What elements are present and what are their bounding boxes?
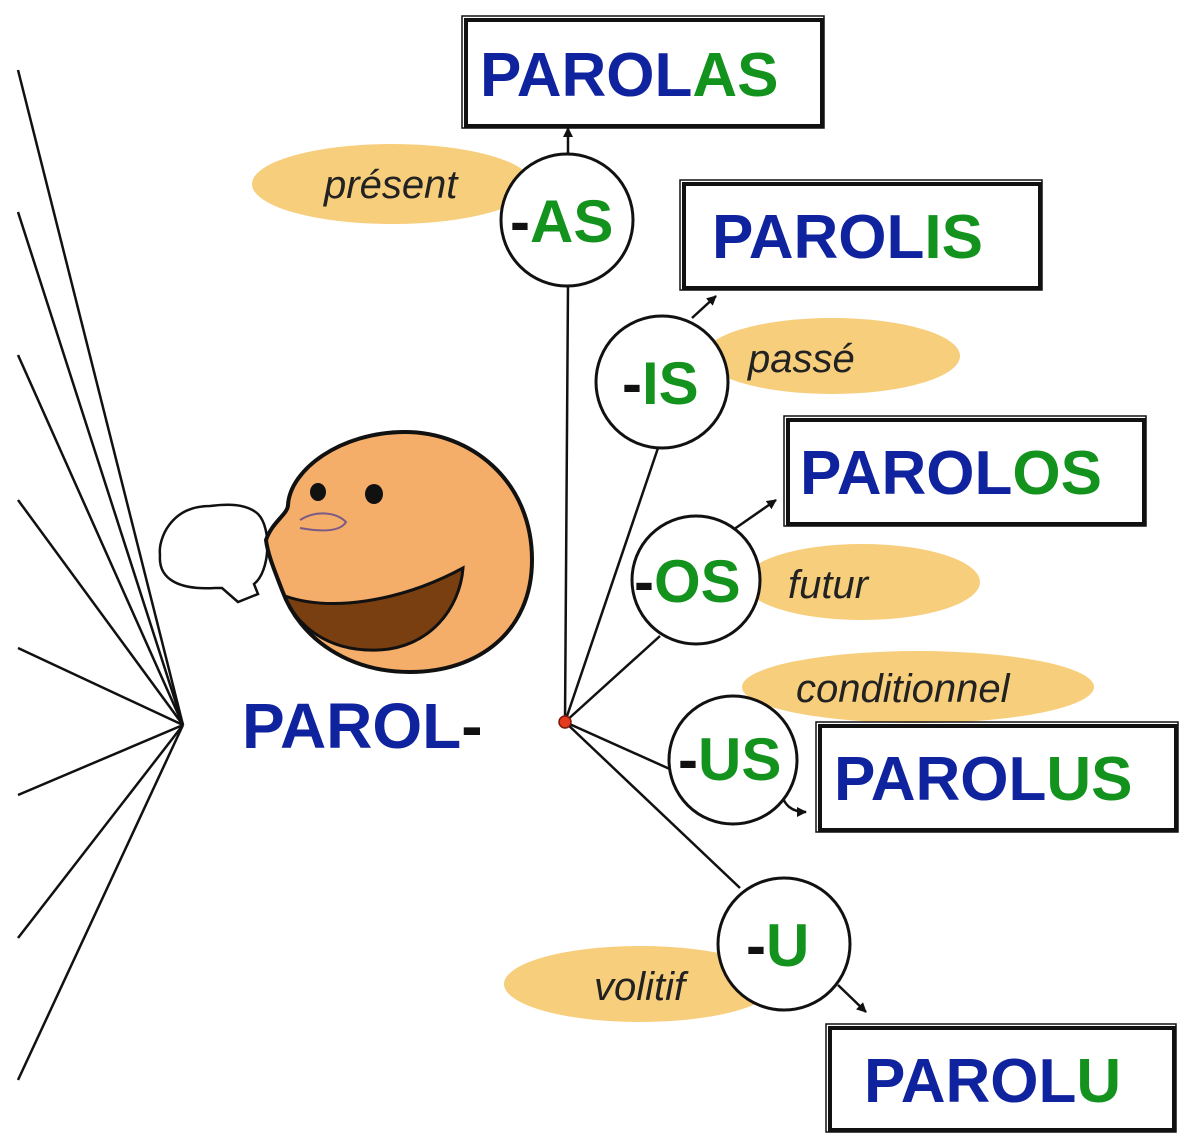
tense-bubble-conditionnel	[742, 651, 1094, 723]
suffix-dash: -	[622, 350, 642, 417]
word-stem: PAROL	[712, 203, 924, 272]
result-box-parolis: PAROLIS	[679, 179, 1043, 291]
suffix-dash: -	[510, 188, 530, 255]
branch-line-is	[563, 447, 660, 723]
fan-line	[17, 723, 184, 797]
root-label: PAROL-	[242, 690, 483, 762]
tense-bubble-present	[252, 144, 532, 224]
svg-text:PAROLIS: PAROLIS	[712, 203, 983, 272]
speech-bubble-icon	[158, 503, 269, 604]
svg-text:-OS: -OS	[634, 548, 741, 615]
branch-line-as	[563, 283, 570, 723]
tense-conditionnel: conditionnel	[796, 667, 1011, 711]
word-stem: PAROL	[864, 1047, 1076, 1116]
fan-line	[16, 69, 185, 726]
suffix-ending: US	[698, 726, 781, 793]
arrows	[563, 127, 867, 1013]
svg-text:-AS: -AS	[510, 188, 613, 255]
hub-dot	[558, 715, 572, 729]
suffix-node-as: -AS	[499, 152, 635, 288]
word-ending: AS	[692, 41, 778, 110]
suffix-dash: -	[634, 548, 654, 615]
tense-bubble-futur	[744, 544, 980, 620]
suffix-node-us: -US	[667, 694, 799, 826]
root-dash: -	[461, 690, 482, 762]
word-ending: IS	[924, 203, 983, 272]
suffix-ending: OS	[654, 548, 741, 615]
tense-labels: présent passé futur conditionnel volitif	[252, 144, 1094, 1022]
suffix-ending: U	[766, 912, 809, 979]
tense-volitif: volitif	[594, 965, 689, 1009]
suffix-ending: AS	[530, 188, 613, 255]
fan-line	[16, 211, 185, 726]
svg-text:-U: -U	[746, 912, 809, 979]
fan-line	[16, 499, 185, 726]
result-box-parolas: PAROLAS	[461, 15, 825, 129]
branch-lines	[563, 283, 741, 889]
svg-text:-US: -US	[678, 726, 781, 793]
result-box-parolus: PAROLUS	[815, 721, 1179, 833]
talking-face-icon	[263, 429, 535, 675]
suffix-dash: -	[746, 912, 766, 979]
result-box-parolos: PAROLOS	[783, 415, 1147, 527]
root-stem: PAROL	[242, 690, 461, 762]
suffix-node-os: -OS	[630, 514, 762, 646]
fan-line	[16, 354, 185, 726]
arrow-u	[837, 984, 867, 1013]
tense-bubble-passe	[704, 318, 960, 394]
branch-line-os	[564, 635, 661, 723]
fan-lines	[16, 69, 185, 1081]
result-box-parolu: PAROLU	[825, 1023, 1177, 1133]
svg-text:PAROLOS: PAROLOS	[800, 439, 1102, 508]
suffix-node-u: -U	[716, 876, 852, 1012]
word-ending: U	[1076, 1047, 1121, 1116]
tense-passe: passé	[747, 337, 855, 381]
word-stem: PAROL	[480, 41, 692, 110]
fan-line	[17, 646, 184, 727]
suffix-ending: IS	[642, 350, 699, 417]
svg-text:PAROLUS: PAROLUS	[834, 745, 1133, 814]
eye	[310, 483, 326, 501]
branch-line-us	[564, 720, 673, 772]
tense-futur: futur	[788, 563, 870, 607]
tense-present: présent	[323, 163, 459, 207]
fan-line	[16, 724, 185, 1081]
branch-line-u	[564, 721, 741, 889]
svg-text:PAROLAS: PAROLAS	[480, 41, 779, 110]
arrow-is	[691, 295, 717, 319]
suffix-dash: -	[678, 726, 698, 793]
word-ending: OS	[1012, 439, 1102, 508]
fan-line	[17, 724, 184, 939]
svg-text:-IS: -IS	[622, 350, 699, 417]
eye	[365, 484, 383, 504]
word-stem: PAROL	[834, 745, 1046, 814]
tense-bubble-volitif	[504, 946, 776, 1022]
arrow-os	[729, 498, 777, 534]
word-ending: US	[1046, 745, 1132, 814]
word-stem: PAROL	[800, 439, 1012, 508]
suffix-nodes: -AS -IS -OS -US -U	[499, 152, 852, 1012]
suffix-node-is: -IS	[594, 314, 730, 450]
svg-text:PAROLU: PAROLU	[864, 1047, 1121, 1116]
result-words: PAROLAS PAROLIS PAROLOS PAROLUS PAROLU	[461, 15, 1179, 1133]
